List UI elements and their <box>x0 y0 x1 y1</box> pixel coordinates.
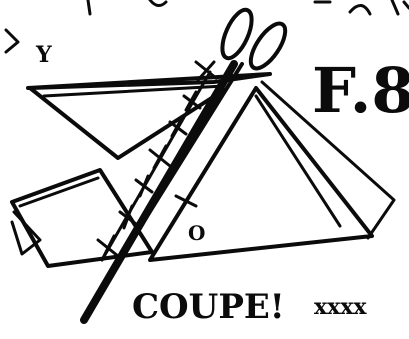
folded-paper-left-flap <box>12 170 152 266</box>
corner-arrow <box>6 30 18 52</box>
folded-paper-upper <box>28 74 270 158</box>
scissors-icon <box>84 6 292 320</box>
corner-letter: Y <box>35 42 52 68</box>
step-number: F.8 <box>312 54 409 127</box>
cut-marks: xxxx <box>314 294 367 320</box>
cut-caption: COUPE! <box>132 287 285 327</box>
center-mark: O <box>188 221 205 245</box>
